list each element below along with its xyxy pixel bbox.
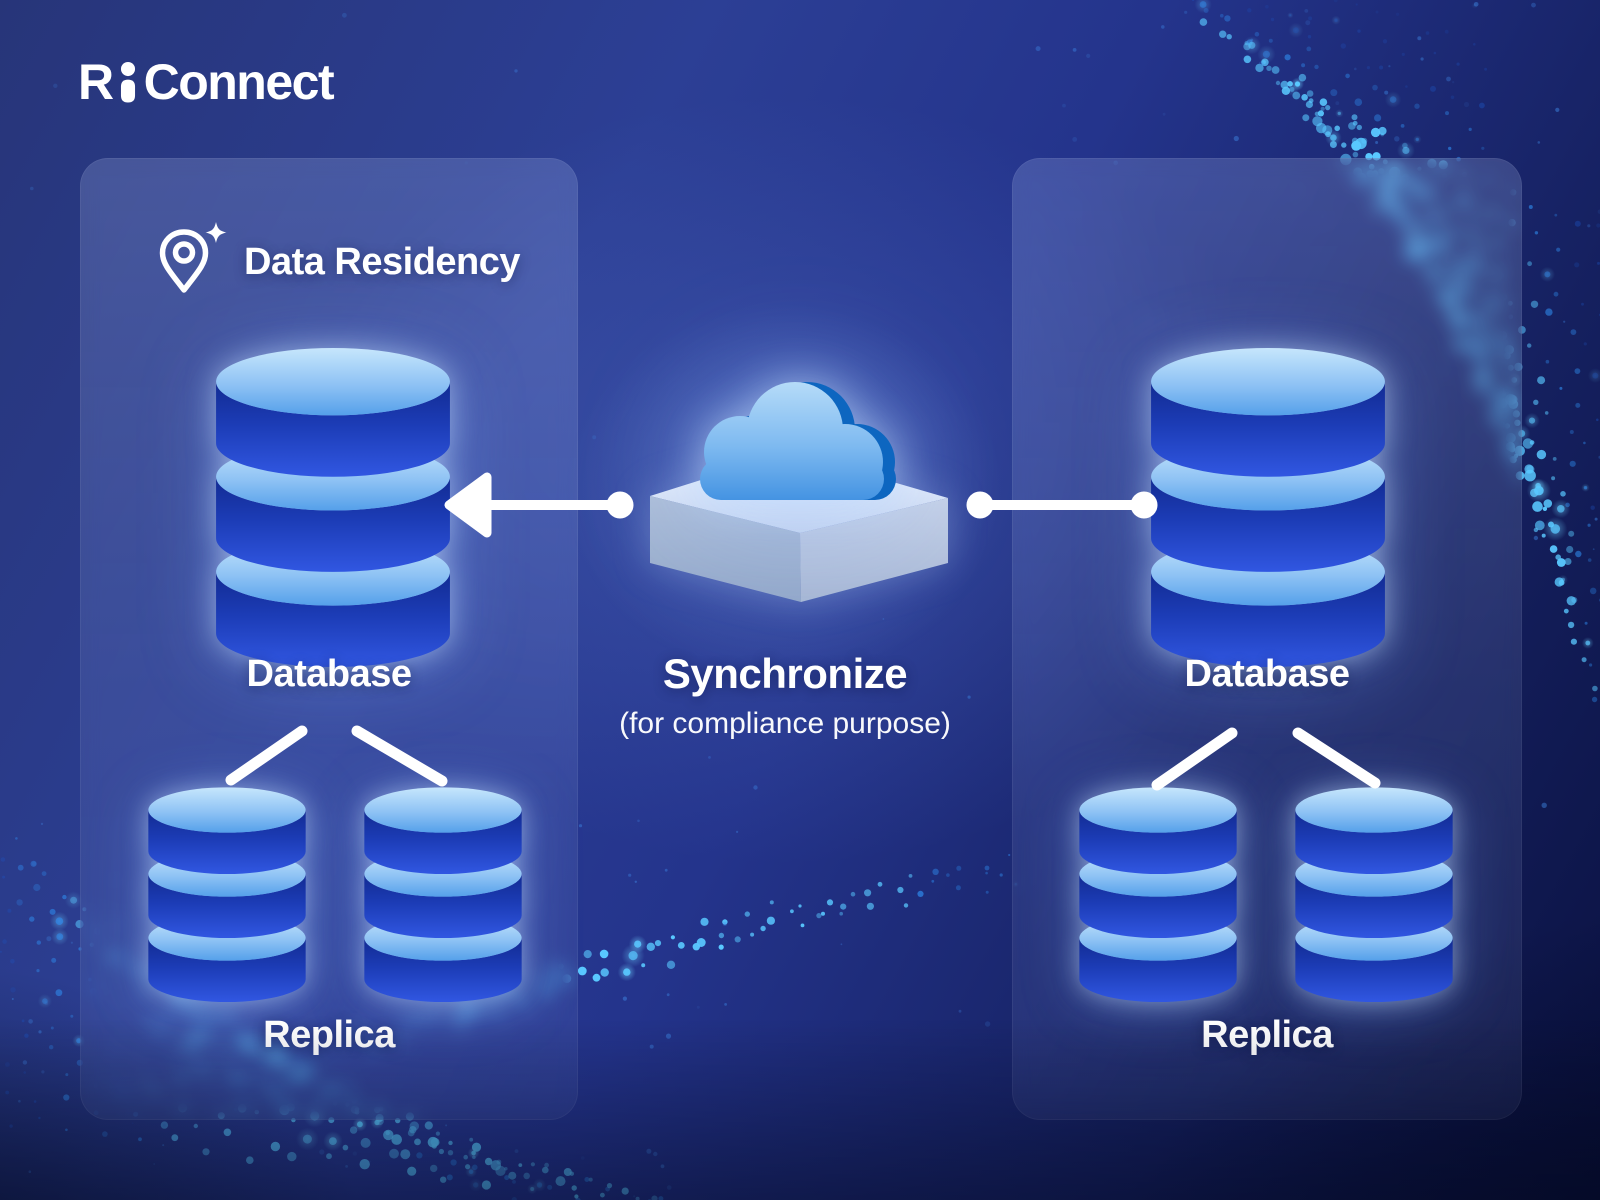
sync-arrow-left-icon — [444, 472, 634, 538]
sync-line-right-icon — [966, 491, 1158, 519]
connector-line — [225, 725, 1381, 791]
